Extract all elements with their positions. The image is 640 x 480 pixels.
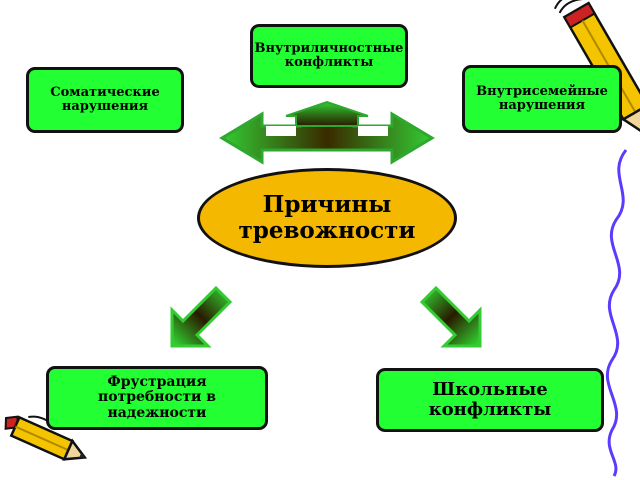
anxiety-causes-label: Причины тревожности — [238, 190, 416, 244]
three-way-arrow-icon — [219, 100, 435, 165]
arrow-down-right-icon — [419, 285, 482, 348]
intrapersonal-conflicts-label: Внутриличностные конфликты — [254, 40, 404, 70]
somatic-disorders-label: Соматические нарушения — [50, 84, 160, 114]
frustration-box: Фрустрация потребности в надежности — [46, 366, 268, 430]
family-disorders-box: Внутрисемейные нарушения — [462, 65, 622, 133]
school-conflicts-label: Школьные конфликты — [428, 379, 552, 420]
intrapersonal-conflicts-box: Внутриличностные конфликты — [250, 24, 408, 88]
squiggle-line — [605, 149, 628, 477]
somatic-disorders-box: Соматические нарушения — [26, 67, 184, 133]
anxiety-causes-ellipse: Причины тревожности — [197, 168, 457, 268]
family-disorders-label: Внутрисемейные нарушения — [476, 83, 608, 113]
arrow-down-left-icon — [170, 285, 233, 348]
school-conflicts-box: Школьные конфликты — [376, 368, 604, 432]
frustration-label: Фрустрация потребности в надежности — [97, 373, 217, 421]
